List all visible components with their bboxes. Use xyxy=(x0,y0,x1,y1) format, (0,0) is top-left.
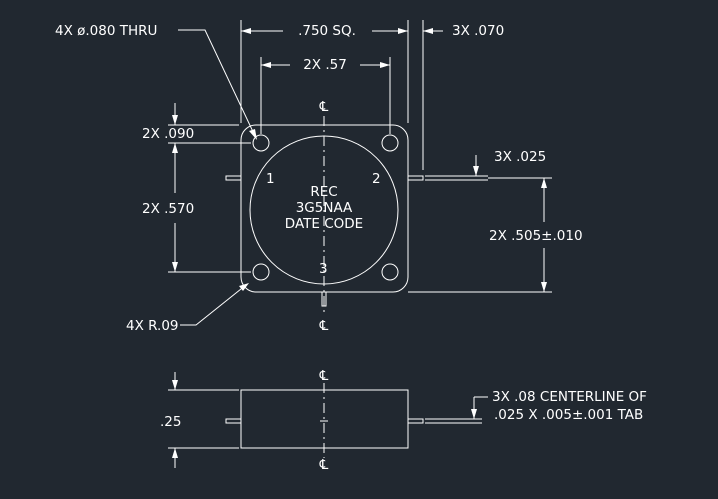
package-outline xyxy=(240,124,409,293)
dim-arrow-hole-y-lower xyxy=(172,262,178,272)
body-text-line-2: 3G5NAA xyxy=(296,200,353,216)
tab-length-label: 3X .070 xyxy=(452,23,504,39)
tab-note-line-2: .025 X .005±.001 TAB xyxy=(494,407,643,423)
tab-right xyxy=(407,175,424,181)
corner-radius-leader xyxy=(180,284,247,326)
dimensions: 4X ø.080 THRU .750 SQ. 3X .070 2X .57 2X… xyxy=(55,20,583,334)
hole-callout-arrow xyxy=(249,129,257,140)
side-view: ℄ ℄ .25 3X .08 CENTERLINE OF .025 X .005… xyxy=(160,368,647,473)
dim-arrow-hole-x-right xyxy=(380,62,390,68)
corner-radius-arrow xyxy=(239,283,249,291)
side-centerline-symbol-top: ℄ xyxy=(319,368,329,384)
tab-note-line-1: 3X .08 CENTERLINE OF xyxy=(492,389,647,405)
side-tab-left xyxy=(225,418,242,424)
hole-spacing-x-label: 2X .57 xyxy=(303,57,347,73)
mounting-hole-bottom-right xyxy=(381,263,399,281)
dim-arrow-hole-x-left xyxy=(261,62,271,68)
hole-edge-offset-label: 2X .090 xyxy=(142,126,194,142)
dim-arrow-tab-length xyxy=(423,28,433,34)
centerline-symbol-top: ℄ xyxy=(319,99,329,115)
side-centerline-symbol-bottom: ℄ xyxy=(319,457,329,473)
dim-arrow-edge-offset-upper xyxy=(172,115,178,125)
centerline-symbol-bottom: ℄ xyxy=(319,318,329,334)
tab-left xyxy=(225,175,242,181)
pin-label-3: 3 xyxy=(319,261,328,277)
mounting-hole-top-right xyxy=(381,134,399,152)
corner-radius-label: 4X R.09 xyxy=(126,318,179,334)
body-text-line-1: REC xyxy=(310,184,337,200)
pin-label-1: 1 xyxy=(266,171,275,187)
tab-width-label: 3X .025 xyxy=(494,149,546,165)
mounting-hole-top-left xyxy=(252,134,270,152)
overall-square-label: .750 SQ. xyxy=(298,23,356,39)
dim-arrow-body-height-upper xyxy=(172,380,178,390)
dim-arrow-overall-left xyxy=(241,28,251,34)
dim-arrow-tab-note xyxy=(471,409,477,419)
body-text-line-3: DATE CODE xyxy=(285,216,363,232)
dim-arrow-tab-width xyxy=(473,166,479,176)
mounting-hole-bottom-left xyxy=(252,263,270,281)
dim-arrow-tab-height-lower xyxy=(541,282,547,292)
hole-spacing-y-label: 2X .570 xyxy=(142,201,194,217)
hole-callout-leader xyxy=(178,29,256,137)
side-tab-right xyxy=(407,418,424,424)
pin-label-2: 2 xyxy=(372,171,381,187)
top-view: 1 2 3 REC 3G5NAA DATE CODE ℄ ℄ xyxy=(225,99,424,334)
hole-callout-label: 4X ø.080 THRU xyxy=(55,23,157,39)
body-height-label: .25 xyxy=(160,414,181,430)
dim-arrow-tab-height-upper xyxy=(541,178,547,188)
dim-arrow-body-height-lower xyxy=(172,448,178,458)
tab-height-label: 2X .505±.010 xyxy=(489,228,583,244)
